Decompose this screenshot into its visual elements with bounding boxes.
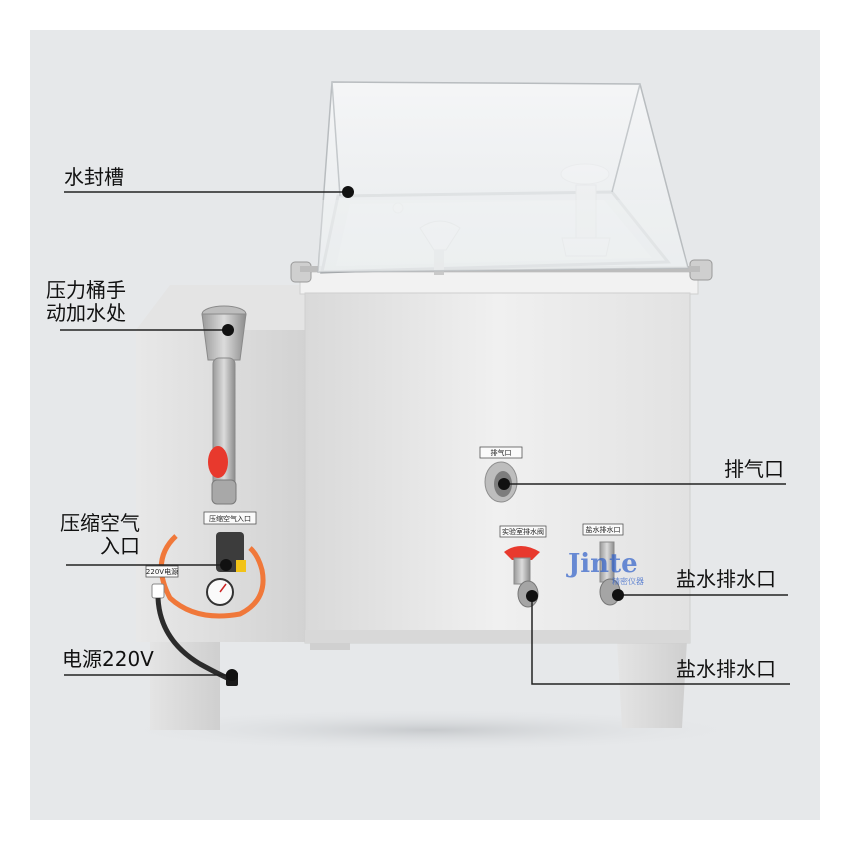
label-exhaust: 排气口 [724,457,784,481]
lab-drain-red-handle [504,546,540,560]
brand-logo-sub: 精密仪器 [612,576,644,586]
dot-brine-drain-2 [526,590,538,602]
lab-drain-plate [499,525,547,538]
label-brine-drain-1: 盐水排水口 [676,567,776,591]
glass-front-pane [318,200,688,272]
dot-compressed-air [220,559,232,571]
exhaust-plate-text: 排气口 [491,448,512,457]
label-pressure-bucket-line1: 压力桶手 [46,278,126,302]
pipe-bottom-joint [211,479,237,505]
leader-dots [220,186,624,681]
brand-logo: Jinte [566,549,638,579]
dot-power [226,669,238,681]
label-pressure-bucket-line2: 动加水处 [46,301,126,325]
air-regulator-yellow [236,560,246,572]
air-inlet-plate [203,511,257,525]
power-cable [155,597,233,683]
main-body-top-rim [299,271,699,295]
glass-cover-ridge [331,81,341,197]
label-compressed-air: 压缩空气 入口 [56,512,140,558]
brine-drain-plate [582,523,624,536]
center-leg-gap [310,640,350,650]
funnel-body [201,313,247,361]
label-compressed-air-line2: 入口 [100,534,140,558]
air-inlet-plate-text: 压缩空气入口 [209,514,251,523]
dot-water-seal [342,186,354,198]
label-compressed-air-line1: 压缩空气 [60,511,140,535]
label-pressure-bucket: 压力桶手 动加水处 [46,279,126,325]
pipe-valve-red [208,446,228,478]
power-plate-text: 220V电源 [146,567,178,576]
floor-shadow [100,708,760,752]
exhaust-plate [479,446,523,459]
power-socket [151,583,165,599]
label-power: 电源220V [62,647,154,671]
brine-drain-plate-text: 盐水排水口 [586,525,621,534]
lab-drain-plate-text: 实验室排水阀 [502,527,544,536]
label-water-seal: 水封槽 [64,165,124,189]
lab-drain-stem [513,557,531,585]
gauge-needle [219,583,227,593]
main-body-base-shade [305,630,690,643]
dot-pressure-bucket [222,324,234,336]
label-brine-drain-2: 盐水排水口 [676,657,776,681]
leader-lines [60,191,790,685]
glass-cover [317,81,689,273]
dot-exhaust [498,478,510,490]
power-plate [145,565,179,578]
glass-cover-ridge-right [611,83,641,193]
leader-brine-drain-2 [531,596,790,685]
dot-brine-drain-1 [612,589,624,601]
